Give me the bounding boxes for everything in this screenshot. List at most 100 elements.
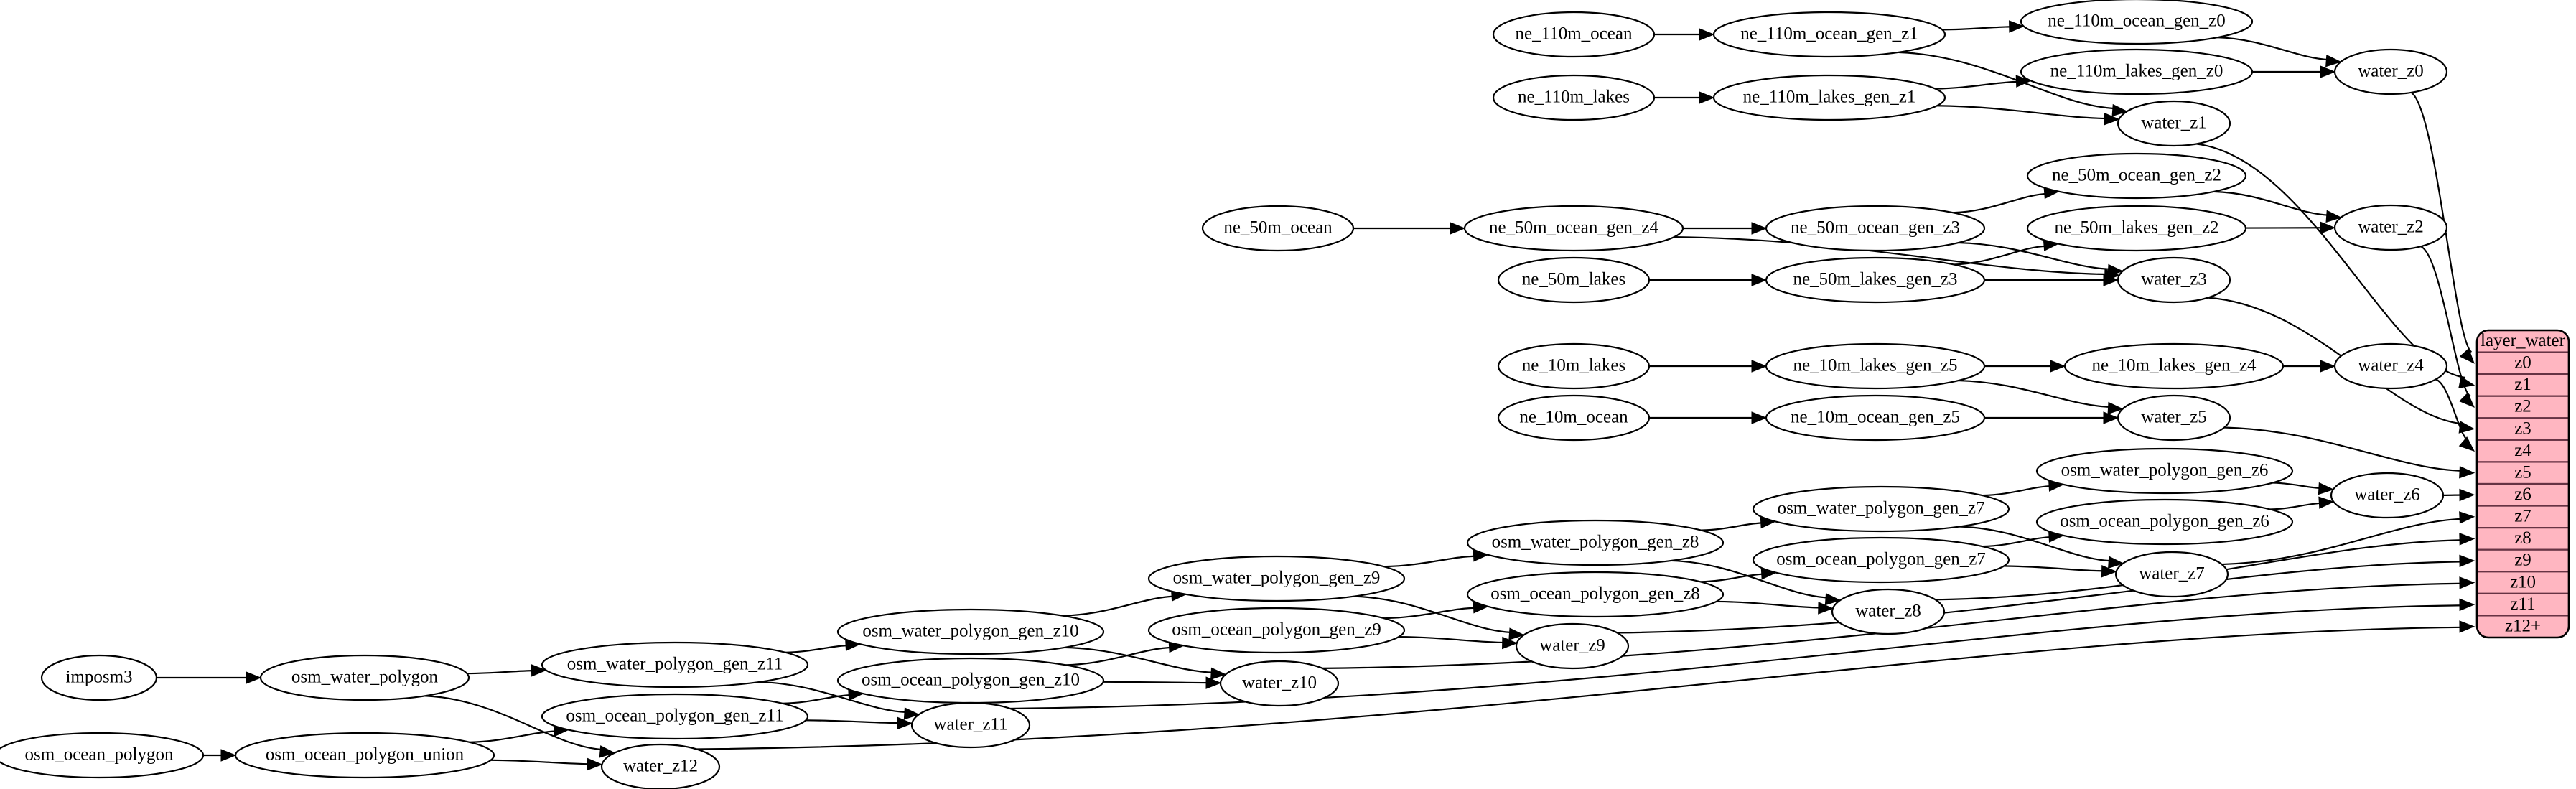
node-water_z9[interactable]: water_z9 [1515, 622, 1630, 670]
layer-water-row-z9[interactable] [2477, 548, 2569, 573]
node-ne_110m_ocean_gen_z1[interactable]: ne_110m_ocean_gen_z1 [1712, 11, 1946, 58]
node-osm_water_polygon_gen_z6[interactable]: osm_water_polygon_gen_z6 [2035, 447, 2294, 495]
node-ne_50m_ocean_gen_z3[interactable]: ne_50m_ocean_gen_z3 [1765, 205, 1986, 252]
layer-water-row-z8[interactable] [2477, 527, 2569, 551]
node-water_z4[interactable]: water_z4 [2333, 342, 2448, 390]
node-shape [541, 693, 809, 740]
node-osm_ocean_polygon[interactable]: osm_ocean_polygon [0, 732, 205, 779]
node-shape [2330, 472, 2445, 519]
node-shape [1147, 555, 1406, 602]
node-label: ne_50m_ocean [1223, 218, 1333, 238]
node-osm_water_polygon_gen_z9[interactable]: osm_water_polygon_gen_z9 [1147, 555, 1406, 602]
node-ne_50m_ocean_gen_z2[interactable]: ne_50m_ocean_gen_z2 [2026, 152, 2247, 200]
node-ne_50m_lakes_gen_z2[interactable]: ne_50m_lakes_gen_z2 [2026, 205, 2247, 252]
node-water_z12[interactable]: water_z12 [600, 743, 721, 789]
layer-water-row-z11[interactable] [2477, 592, 2569, 617]
node-osm_ocean_polygon_gen_z11[interactable]: osm_ocean_polygon_gen_z11 [541, 693, 809, 740]
edge-ne_10m_lakes_gen_z5-to-water_z5 [1958, 379, 2111, 408]
node-osm_ocean_polygon_gen_z6[interactable]: osm_ocean_polygon_gen_z6 [2035, 498, 2294, 546]
node-ne_110m_ocean_gen_z0[interactable]: ne_110m_ocean_gen_z0 [2020, 0, 2254, 45]
node-water_z0[interactable]: water_z0 [2333, 48, 2448, 95]
node-osm_ocean_polygon_gen_z8[interactable]: osm_ocean_polygon_gen_z8 [1466, 571, 1725, 618]
edge-arrowhead [1751, 411, 1768, 424]
node-water_z11[interactable]: water_z11 [910, 701, 1031, 749]
node-ne_10m_ocean[interactable]: ne_10m_ocean [1497, 394, 1651, 442]
node-osm_water_polygon_gen_z10[interactable]: osm_water_polygon_gen_z10 [836, 608, 1105, 655]
node-water_z10[interactable]: water_z10 [1219, 660, 1340, 707]
node-label: ne_110m_ocean_gen_z0 [2048, 11, 2226, 31]
node-label: osm_water_polygon_gen_z10 [862, 622, 1078, 641]
node-ne_110m_lakes[interactable]: ne_110m_lakes [1492, 74, 1656, 121]
edge-arrowhead [2101, 565, 2117, 578]
edge-arrowhead [1450, 222, 1466, 235]
node-label: ne_50m_ocean_gen_z4 [1489, 218, 1659, 238]
layer-water-row-z3[interactable] [2477, 417, 2569, 441]
edge-arrowhead [903, 707, 920, 720]
edge-ne_110m_ocean_gen_z1-to-ne_110m_ocean_gen_z0 [1942, 26, 2012, 31]
node-shape [2035, 447, 2294, 495]
node-shape [1831, 588, 1946, 635]
node-water_z3[interactable]: water_z3 [2117, 256, 2231, 304]
edge-arrowhead [2103, 274, 2119, 286]
node-ne_10m_lakes[interactable]: ne_10m_lakes [1497, 342, 1651, 390]
node-ne_10m_ocean_gen_z5[interactable]: ne_10m_ocean_gen_z5 [1765, 394, 1986, 442]
edge-osm_ocean_polygon_union-to-osm_ocean_polygon_gen_z11 [469, 730, 557, 743]
node-osm_ocean_polygon_gen_z10[interactable]: osm_ocean_polygon_gen_z10 [836, 657, 1105, 704]
node-shape [910, 701, 1031, 749]
layer-water-outline [2475, 329, 2570, 639]
edge-arrowhead [2050, 360, 2066, 373]
node-label: ne_50m_lakes_gen_z2 [2054, 218, 2218, 238]
edge-osm_water_polygon_gen_z8-to-water_z8 [1671, 559, 1829, 599]
node-osm_ocean_polygon_gen_z7[interactable]: osm_ocean_polygon_gen_z7 [1752, 536, 2010, 584]
edge-arrowhead [2111, 103, 2128, 117]
edge-osm_ocean_polygon_gen_z9-to-osm_ocean_polygon_gen_z8 [1383, 607, 1477, 620]
node-shape [1201, 205, 1355, 252]
node-ne_50m_ocean[interactable]: ne_50m_ocean [1201, 205, 1355, 252]
layer-water-row-z2[interactable] [2477, 395, 2569, 419]
node-water_z8[interactable]: water_z8 [1831, 588, 1946, 635]
node-osm_ocean_polygon_gen_z9[interactable]: osm_ocean_polygon_gen_z9 [1147, 607, 1406, 654]
node-label: ne_50m_ocean_gen_z3 [1791, 218, 1960, 238]
node-water_z7[interactable]: water_z7 [2114, 551, 2229, 598]
node-ne_110m_lakes_gen_z0[interactable]: ne_110m_lakes_gen_z0 [2020, 48, 2254, 95]
edge-arrowhead [2459, 347, 2475, 364]
edge-osm_ocean_polygon_gen_z10-to-osm_ocean_polygon_gen_z9 [1065, 646, 1172, 666]
node-ne_10m_lakes_gen_z5[interactable]: ne_10m_lakes_gen_z5 [1765, 342, 1986, 390]
node-label: osm_water_polygon_gen_z8 [1492, 533, 1699, 552]
edge-arrowhead [2103, 411, 2119, 424]
edge-arrowhead [2009, 20, 2025, 33]
node-osm_water_polygon_gen_z8[interactable]: osm_water_polygon_gen_z8 [1466, 519, 1725, 566]
edge-arrowhead [2325, 54, 2342, 67]
edge-osm_water_polygon_gen_z7-to-water_z7 [1959, 526, 2112, 562]
node-water_z1[interactable]: water_z1 [2117, 100, 2231, 147]
edge-ne_110m_lakes_gen_z1-to-ne_110m_lakes_gen_z0 [1935, 80, 2020, 90]
node-shape [259, 654, 470, 701]
edge-arrowhead [246, 671, 262, 684]
node-osm_water_polygon[interactable]: osm_water_polygon [259, 654, 470, 701]
edge-ne_110m_lakes_gen_z1-to-water_z1 [1937, 105, 2108, 120]
node-ne_50m_lakes[interactable]: ne_50m_lakes [1497, 256, 1651, 304]
node-ne_110m_lakes_gen_z1[interactable]: ne_110m_lakes_gen_z1 [1712, 74, 1946, 121]
node-shape [2026, 205, 2247, 252]
node-label: osm_ocean_polygon [25, 745, 174, 765]
node-water_z5[interactable]: water_z5 [2117, 394, 2231, 442]
layer-water-row-label: z1 [2514, 375, 2531, 394]
node-imposm3[interactable]: imposm3 [40, 654, 158, 701]
edge-arrowhead [2107, 263, 2124, 277]
node-shape [234, 732, 495, 779]
node-ne_10m_lakes_gen_z4[interactable]: ne_10m_lakes_gen_z4 [2063, 342, 2285, 390]
node-osm_water_polygon_gen_z7[interactable]: osm_water_polygon_gen_z7 [1752, 485, 2010, 533]
node-ne_50m_lakes_gen_z3[interactable]: ne_50m_lakes_gen_z3 [1765, 256, 1986, 304]
node-osm_water_polygon_gen_z11[interactable]: osm_water_polygon_gen_z11 [541, 641, 809, 688]
node-osm_ocean_polygon_union[interactable]: osm_ocean_polygon_union [234, 732, 495, 779]
edge-arrowhead [2459, 465, 2475, 479]
node-ne_50m_ocean_gen_z4[interactable]: ne_50m_ocean_gen_z4 [1463, 205, 1684, 252]
node-water_z2[interactable]: water_z2 [2333, 204, 2448, 251]
node-water_z6[interactable]: water_z6 [2330, 472, 2445, 519]
layer-water-table[interactable]: layer_waterz0z1z2z3z4z5z6z7z8z9z10z11z12… [2477, 330, 2569, 638]
node-shape [1147, 607, 1406, 654]
node-ne_110m_ocean[interactable]: ne_110m_ocean [1492, 11, 1656, 58]
layer-water-row-z12+[interactable] [2477, 615, 2569, 638]
edge-osm_water_polygon_gen_z9-to-osm_water_polygon_gen_z8 [1383, 555, 1477, 568]
